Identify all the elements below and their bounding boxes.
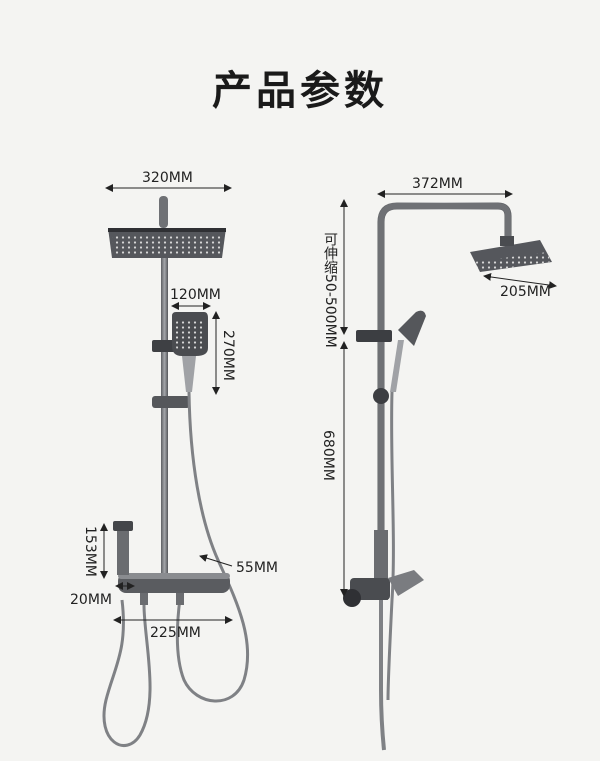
page-title: 产品参数 [212,68,388,114]
front-view [100,184,250,747]
label-arm-reach: 372MM [412,176,463,192]
shower-hose [175,391,250,703]
spout-hose [102,599,152,747]
side-riser-arm-core [378,203,511,598]
telescopic-collar [356,330,392,342]
side-handheld-handle [390,340,404,392]
slide-bracket [152,396,190,408]
head-arm-stub [159,196,168,228]
label-handheld-length: 270MM [220,330,236,381]
label-telescopic: 可伸缩50-500MM [322,232,338,348]
label-handheld-width: 120MM [170,287,221,303]
handheld-holder [152,340,176,352]
side-slide-knob [373,388,389,404]
side-shelf [388,570,424,596]
riser-pipe [161,258,168,578]
side-handheld-head [398,310,426,346]
label-mixer-width: 225MM [150,625,201,641]
tub-spout [117,525,129,575]
label-spout-gap: 20MM [70,592,112,608]
handheld-handle [182,356,196,392]
side-view [340,190,557,751]
label-wall-gap: 55MM [236,560,278,576]
label-riser-height: 680MM [320,430,336,481]
label-spout-height: 153MM [82,526,98,577]
label-head-width: 320MM [142,170,193,186]
label-head-depth: 205MM [500,284,551,300]
